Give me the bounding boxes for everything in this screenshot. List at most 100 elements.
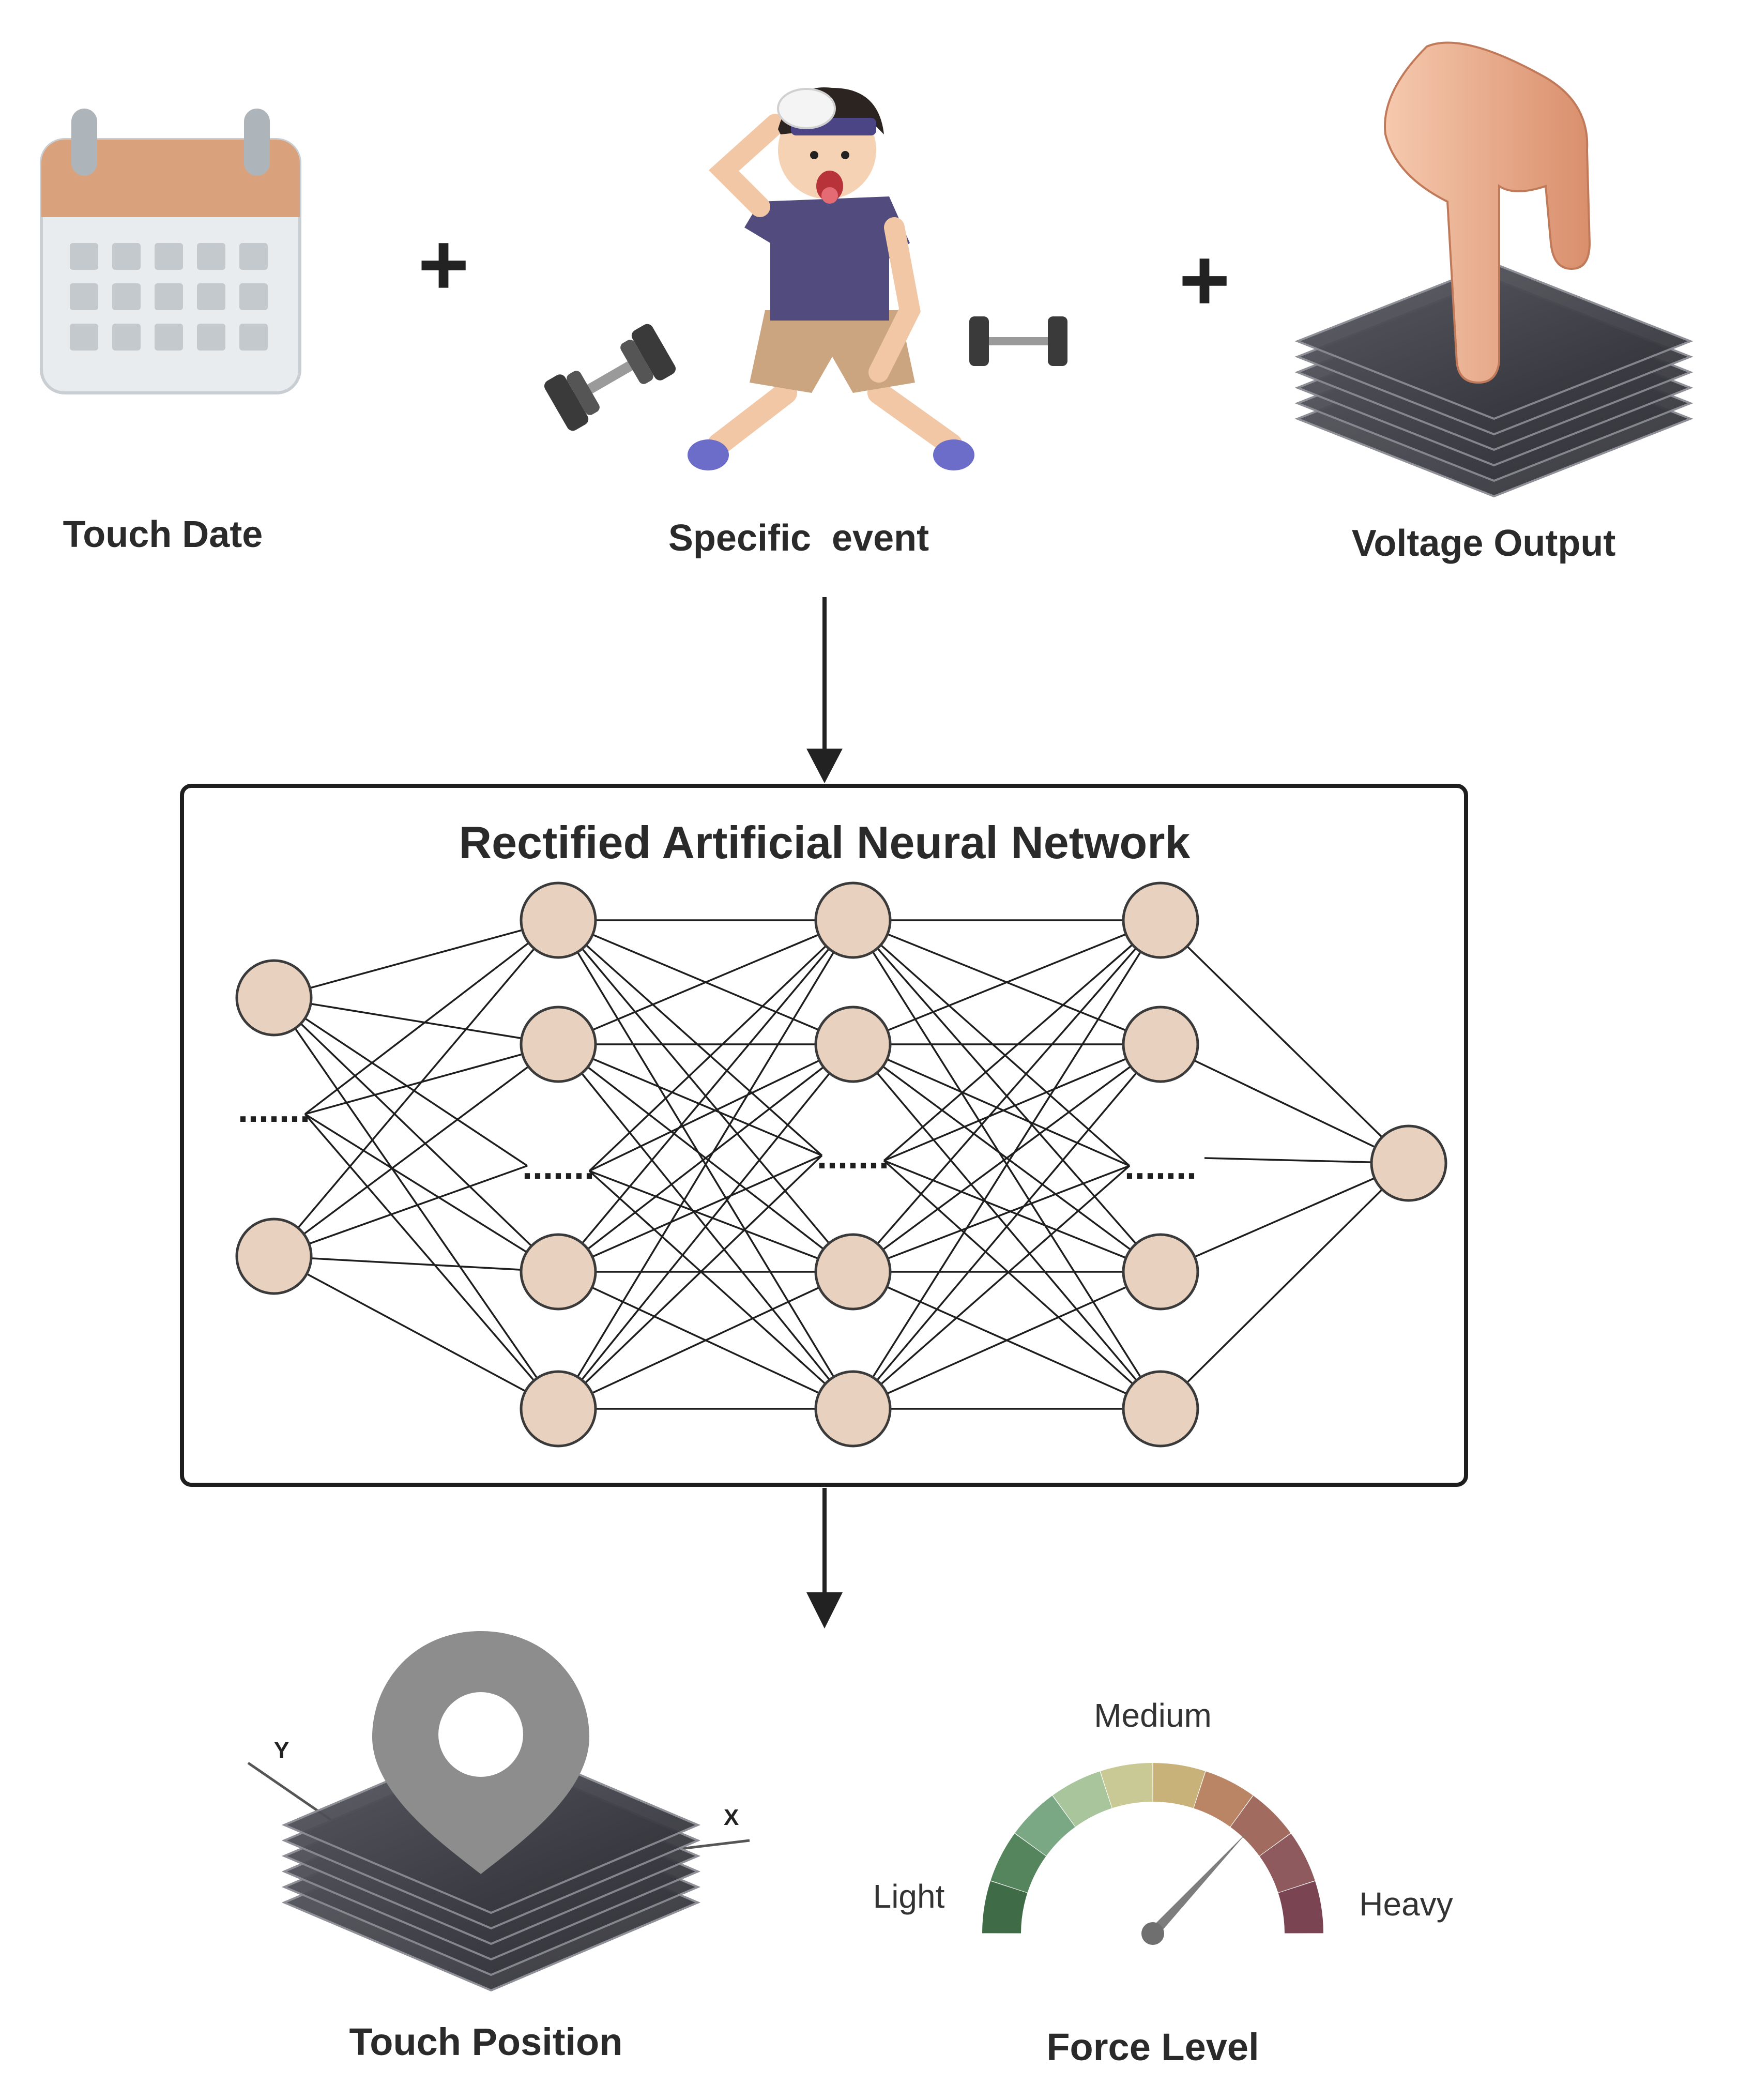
network-node xyxy=(814,1006,892,1083)
gauge-segment xyxy=(982,1881,1028,1934)
gauge-segment xyxy=(1153,1763,1206,1808)
connection xyxy=(304,1113,559,1273)
network-node xyxy=(520,881,597,959)
connection xyxy=(557,920,854,1409)
gauge-segment xyxy=(1052,1771,1112,1827)
arrow-down xyxy=(806,597,843,783)
network-node xyxy=(520,1006,597,1083)
connection xyxy=(557,919,854,1273)
connection xyxy=(1160,1162,1409,1273)
network-node xyxy=(1122,1370,1199,1448)
connection xyxy=(273,919,559,999)
finger-icon xyxy=(1384,41,1591,384)
gauge-segment xyxy=(1278,1881,1323,1934)
connection xyxy=(273,919,559,1257)
plus-sign: + xyxy=(418,216,469,314)
connection xyxy=(557,1154,823,1410)
output-label-touch-position: Touch Position xyxy=(349,2020,623,2063)
connection xyxy=(852,1043,1162,1410)
force-gauge-icon: Medium Light Heavy xyxy=(873,1697,1453,1945)
calendar-day-cell xyxy=(112,324,141,351)
connection xyxy=(1160,919,1410,1164)
calendar-day-cell xyxy=(70,243,98,270)
connection xyxy=(588,919,854,1172)
connection xyxy=(589,1043,853,1172)
dumbbell-icon xyxy=(969,316,1067,366)
touch-position-icon: Y X xyxy=(247,1631,750,1992)
connection xyxy=(273,1165,528,1257)
gauge-segment xyxy=(1015,1795,1075,1856)
calendar-header xyxy=(41,140,300,217)
connection xyxy=(557,1043,854,1273)
gauge-segment xyxy=(1259,1833,1315,1893)
connection xyxy=(273,1255,559,1273)
connection xyxy=(558,1154,822,1273)
calendar-day-cell xyxy=(112,243,141,270)
axis-label-y: Y xyxy=(274,1738,289,1763)
calendar-day-cell xyxy=(112,283,141,310)
connection xyxy=(883,1043,1161,1162)
layer-ellipsis: ....... xyxy=(817,1135,889,1177)
connection xyxy=(588,1170,854,1410)
calendar-day-cell xyxy=(197,324,225,351)
connection xyxy=(852,920,1162,1409)
arrow-down xyxy=(806,1488,843,1629)
network-node xyxy=(235,1218,313,1295)
input-label-voltage-output: Voltage Output xyxy=(1352,523,1616,564)
network-node xyxy=(520,1370,597,1448)
connection xyxy=(273,997,559,1409)
axis-label-x: X xyxy=(724,1805,739,1830)
network-nodes xyxy=(235,881,1447,1448)
connection xyxy=(852,919,1162,1273)
connection xyxy=(273,997,559,1273)
connection xyxy=(852,1043,1130,1167)
connection xyxy=(852,1165,1131,1410)
connection xyxy=(273,1043,559,1257)
connection xyxy=(558,1043,822,1156)
connection xyxy=(304,1113,559,1410)
input-label-specific-event: Specific event xyxy=(668,518,929,559)
calendar-day-cell xyxy=(70,324,98,351)
gauge-label-light: Light xyxy=(873,1878,945,1915)
connection xyxy=(883,1160,1161,1273)
calendar-icon xyxy=(40,109,301,394)
calendar-day-cell xyxy=(197,283,225,310)
network-node xyxy=(1122,1233,1199,1311)
connection xyxy=(1160,1162,1410,1410)
layer-ellipsis: ....... xyxy=(1124,1146,1197,1187)
connection xyxy=(557,1043,854,1410)
connection xyxy=(852,1043,1162,1273)
network-node xyxy=(814,1370,892,1448)
finger-press-sensor-icon xyxy=(1294,41,1694,498)
calendar-day-cell xyxy=(155,243,183,270)
connection xyxy=(1160,1043,1409,1164)
connection xyxy=(589,1170,853,1273)
gauge-needle xyxy=(1141,1831,1248,1945)
plus-sign: + xyxy=(1179,231,1230,329)
connection xyxy=(304,919,559,1115)
network-node xyxy=(235,959,313,1037)
connection xyxy=(883,919,1162,1162)
calendar-day-cell xyxy=(197,243,225,270)
connection xyxy=(558,919,853,1045)
layer-ellipsis: ....... xyxy=(522,1146,594,1187)
gauge-arc xyxy=(982,1763,1323,1934)
gauge-segment xyxy=(1230,1795,1291,1856)
connection xyxy=(852,1271,1161,1410)
input-label-touch-date: Touch Date xyxy=(63,514,263,555)
calendar-day-cell xyxy=(70,283,98,310)
gauge-label-medium: Medium xyxy=(1094,1697,1212,1734)
network-node xyxy=(1122,1006,1199,1083)
calendar-day-cell xyxy=(239,243,268,270)
connection xyxy=(558,1271,853,1410)
output-label-force-level: Force Level xyxy=(1046,2026,1259,2068)
network-node xyxy=(520,1233,597,1311)
connection xyxy=(304,1043,559,1115)
dumbbell-icon xyxy=(544,324,676,431)
needle-hub xyxy=(1141,1922,1164,1945)
connection xyxy=(883,1160,1162,1410)
neural-network-panel: Rectified Artificial Neural Network ....… xyxy=(180,784,1468,1487)
calendar-day-cell xyxy=(155,283,183,310)
gauge-segment xyxy=(1194,1771,1253,1827)
connection xyxy=(852,1165,1130,1273)
